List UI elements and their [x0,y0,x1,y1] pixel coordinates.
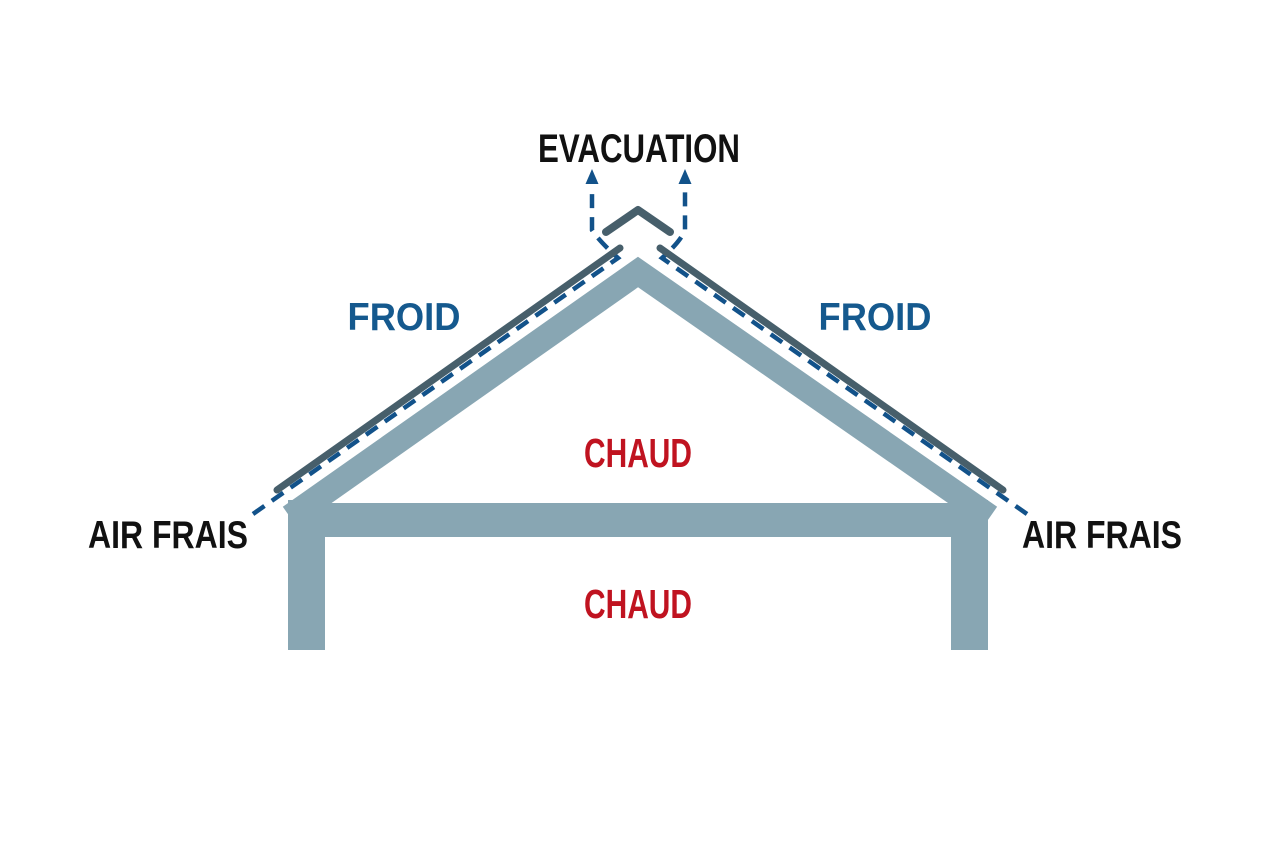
house-structure [282,256,998,650]
ceiling-beam [288,503,988,537]
roof-deck-band [282,256,998,528]
roof-covering [273,206,1007,494]
chaud-interior-label: CHAUD [584,581,692,627]
chaud-attic-label: CHAUD [584,430,692,476]
labels: EVACUATION FROID FROID CHAUD CHAUD AIR F… [88,127,1182,627]
froid-right-label: FROID [819,296,932,339]
evacuation-label: EVACUATION [538,127,740,171]
right-airflow-dashed-line [658,186,1029,516]
right-exhaust-arrowhead [678,169,692,184]
left-airflow-dashed-line [251,186,622,516]
air-frais-left-label: AIR FRAIS [88,514,248,557]
airflow [251,169,1029,516]
ridge-vent-cap [602,206,674,236]
air-frais-right-label: AIR FRAIS [1022,514,1182,557]
right-roof-covering-line [656,244,1007,494]
froid-left-label: FROID [348,296,461,339]
left-exhaust-arrowhead [585,169,599,184]
left-roof-covering-line [273,244,624,494]
